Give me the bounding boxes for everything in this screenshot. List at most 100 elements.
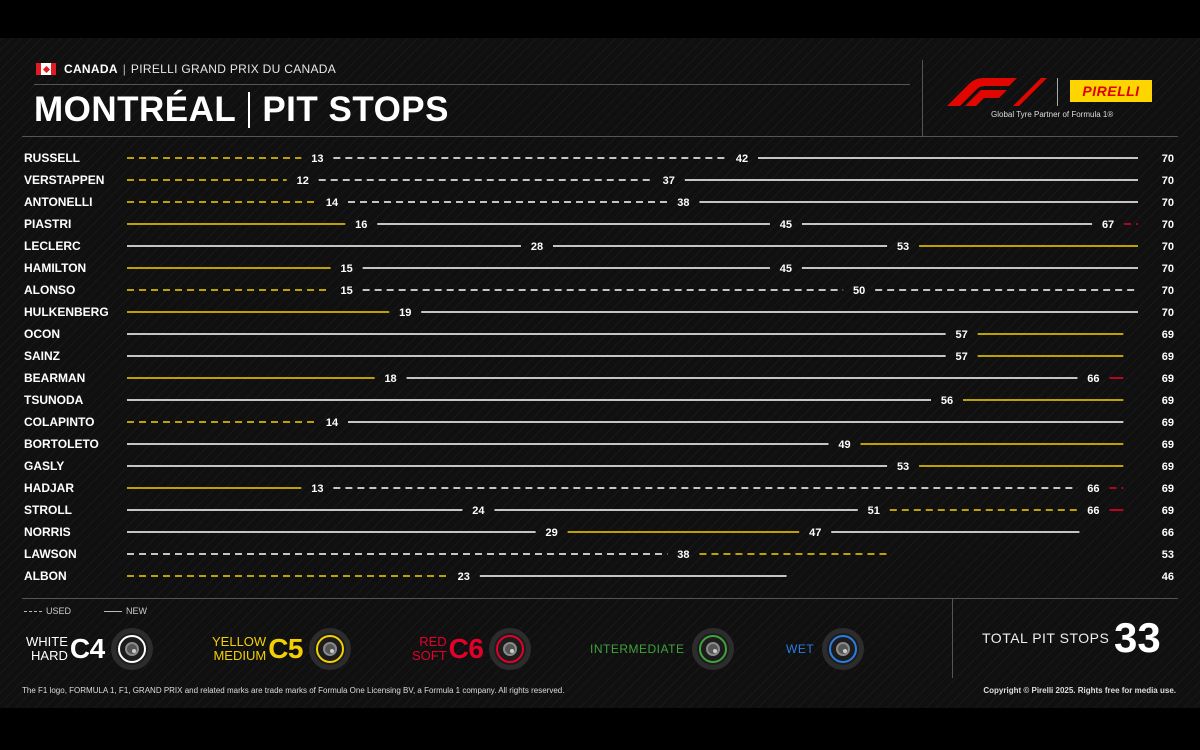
pit-lap-label: 13 bbox=[311, 483, 323, 495]
driver-name: GASLY bbox=[24, 459, 64, 473]
pit-lap-label: 15 bbox=[341, 263, 353, 275]
final-lap-label: 69 bbox=[1162, 505, 1174, 517]
compound-intermediate-name: INTERMEDIATE bbox=[590, 642, 685, 656]
total-pit-stops-label: TOTAL PIT STOPS bbox=[982, 630, 1110, 646]
pit-lap-label: 42 bbox=[736, 153, 748, 165]
final-lap-label: 69 bbox=[1162, 461, 1174, 473]
new-label: NEW bbox=[126, 606, 147, 616]
pit-lap-label: 37 bbox=[663, 175, 675, 187]
driver-name: TSUNODA bbox=[24, 393, 84, 407]
pit-lap-label: 53 bbox=[897, 241, 909, 253]
final-lap-label: 70 bbox=[1162, 219, 1174, 231]
driver-name: HULKENBERG bbox=[24, 305, 109, 319]
pit-lap-label: 66 bbox=[1087, 373, 1099, 385]
final-lap-label: 70 bbox=[1162, 307, 1174, 319]
pit-lap-label: 53 bbox=[897, 461, 909, 473]
pit-lap-label: 67 bbox=[1102, 219, 1114, 231]
compound-soft-name: SOFT bbox=[412, 648, 447, 663]
compound-medium-color: YELLOW bbox=[212, 634, 267, 649]
pit-lap-label: 12 bbox=[297, 175, 309, 187]
driver-name: LECLERC bbox=[24, 239, 81, 253]
header-divider-bottom bbox=[22, 136, 1178, 137]
pit-lap-label: 14 bbox=[326, 417, 339, 429]
pit-lap-label: 14 bbox=[326, 197, 339, 209]
pit-lap-label: 56 bbox=[941, 395, 953, 407]
total-pit-stops-value: 33 bbox=[1114, 614, 1161, 661]
pit-lap-label: 16 bbox=[355, 219, 367, 231]
footer-copyright: Copyright © Pirelli 2025. Rights free fo… bbox=[983, 686, 1176, 695]
driver-name: VERSTAPPEN bbox=[24, 173, 104, 187]
used-line-swatch bbox=[24, 610, 42, 612]
compound-wet-name: WET bbox=[786, 642, 815, 656]
driver-name: RUSSELL bbox=[24, 151, 80, 165]
pit-lap-label: 13 bbox=[311, 153, 323, 165]
f1-logo-icon bbox=[947, 78, 1047, 106]
canada-flag-icon bbox=[36, 63, 56, 75]
pit-lap-label: 51 bbox=[868, 505, 880, 517]
pit-lap-label: 23 bbox=[458, 571, 470, 583]
compound-soft-color: RED bbox=[419, 634, 447, 649]
title-bar bbox=[248, 92, 251, 128]
final-lap-label: 69 bbox=[1162, 373, 1174, 385]
legend-used: USED bbox=[24, 606, 71, 616]
compound-hard: WHITE HARD C4 bbox=[26, 626, 153, 672]
pit-lap-label: 49 bbox=[838, 439, 850, 451]
driver-name: ANTONELLI bbox=[24, 195, 92, 209]
compound-soft-code: C6 bbox=[448, 633, 484, 664]
compound-medium-code: C5 bbox=[268, 633, 303, 664]
final-lap-label: 53 bbox=[1162, 549, 1174, 561]
driver-name: STROLL bbox=[24, 503, 72, 517]
partner-tagline: Global Tyre Partner of Formula 1® bbox=[991, 110, 1114, 119]
pit-lap-label: 66 bbox=[1087, 483, 1099, 495]
driver-name: BORTOLETO bbox=[24, 437, 99, 451]
medium-tyre-icon bbox=[308, 628, 351, 670]
final-lap-label: 70 bbox=[1162, 263, 1174, 275]
hard-tyre-icon bbox=[110, 628, 153, 670]
driver-name: BEARMAN bbox=[24, 371, 85, 385]
header-separator: | bbox=[122, 62, 126, 76]
wet-tyre-icon bbox=[822, 628, 865, 670]
legend-divider bbox=[22, 598, 1178, 599]
compound-hard-name: HARD bbox=[31, 648, 68, 663]
pit-lap-label: 28 bbox=[531, 241, 543, 253]
final-lap-label: 70 bbox=[1162, 175, 1174, 187]
driver-name: PIASTRI bbox=[24, 217, 71, 231]
compound-hard-color: WHITE bbox=[26, 634, 68, 649]
final-lap-label: 69 bbox=[1162, 483, 1174, 495]
final-lap-label: 70 bbox=[1162, 241, 1174, 253]
driver-name: HADJAR bbox=[24, 481, 74, 495]
totals-divider bbox=[952, 598, 953, 678]
grand-prix-name: PIRELLI GRAND PRIX DU CANADA bbox=[130, 62, 337, 76]
driver-name: COLAPINTO bbox=[24, 415, 94, 429]
page-title: MONTRÉAL PIT STOPS bbox=[34, 90, 449, 130]
driver-name: HAMILTON bbox=[24, 261, 86, 275]
final-lap-label: 69 bbox=[1162, 351, 1174, 363]
pit-lap-label: 24 bbox=[472, 505, 485, 517]
soft-tyre-icon bbox=[489, 628, 532, 670]
legend-new: NEW bbox=[104, 606, 147, 616]
final-lap-label: 70 bbox=[1162, 285, 1174, 297]
intermediate-tyre-icon bbox=[692, 628, 735, 670]
header-country: CANADA | PIRELLI GRAND PRIX DU CANADA bbox=[36, 62, 336, 76]
final-lap-label: 46 bbox=[1162, 571, 1174, 583]
pit-lap-label: 38 bbox=[677, 197, 689, 209]
pit-lap-label: 57 bbox=[956, 351, 968, 363]
header-divider-top bbox=[34, 84, 910, 85]
pit-lap-label: 66 bbox=[1087, 505, 1099, 517]
country-name: CANADA bbox=[64, 62, 118, 76]
final-lap-label: 70 bbox=[1162, 197, 1174, 209]
pit-lap-label: 19 bbox=[399, 307, 411, 319]
final-lap-label: 69 bbox=[1162, 417, 1174, 429]
footer-trademark: The F1 logo, FORMULA 1, F1, GRAND PRIX a… bbox=[22, 686, 565, 695]
driver-name: ALBON bbox=[24, 569, 67, 583]
driver-name: NORRIS bbox=[24, 525, 71, 539]
pit-lap-label: 38 bbox=[677, 549, 689, 561]
pit-lap-label: 45 bbox=[780, 219, 792, 231]
final-lap-label: 69 bbox=[1162, 439, 1174, 451]
driver-name: OCON bbox=[24, 327, 60, 341]
pit-lap-label: 45 bbox=[780, 263, 792, 275]
final-lap-label: 66 bbox=[1162, 527, 1174, 539]
pit-lap-label: 15 bbox=[341, 285, 353, 297]
